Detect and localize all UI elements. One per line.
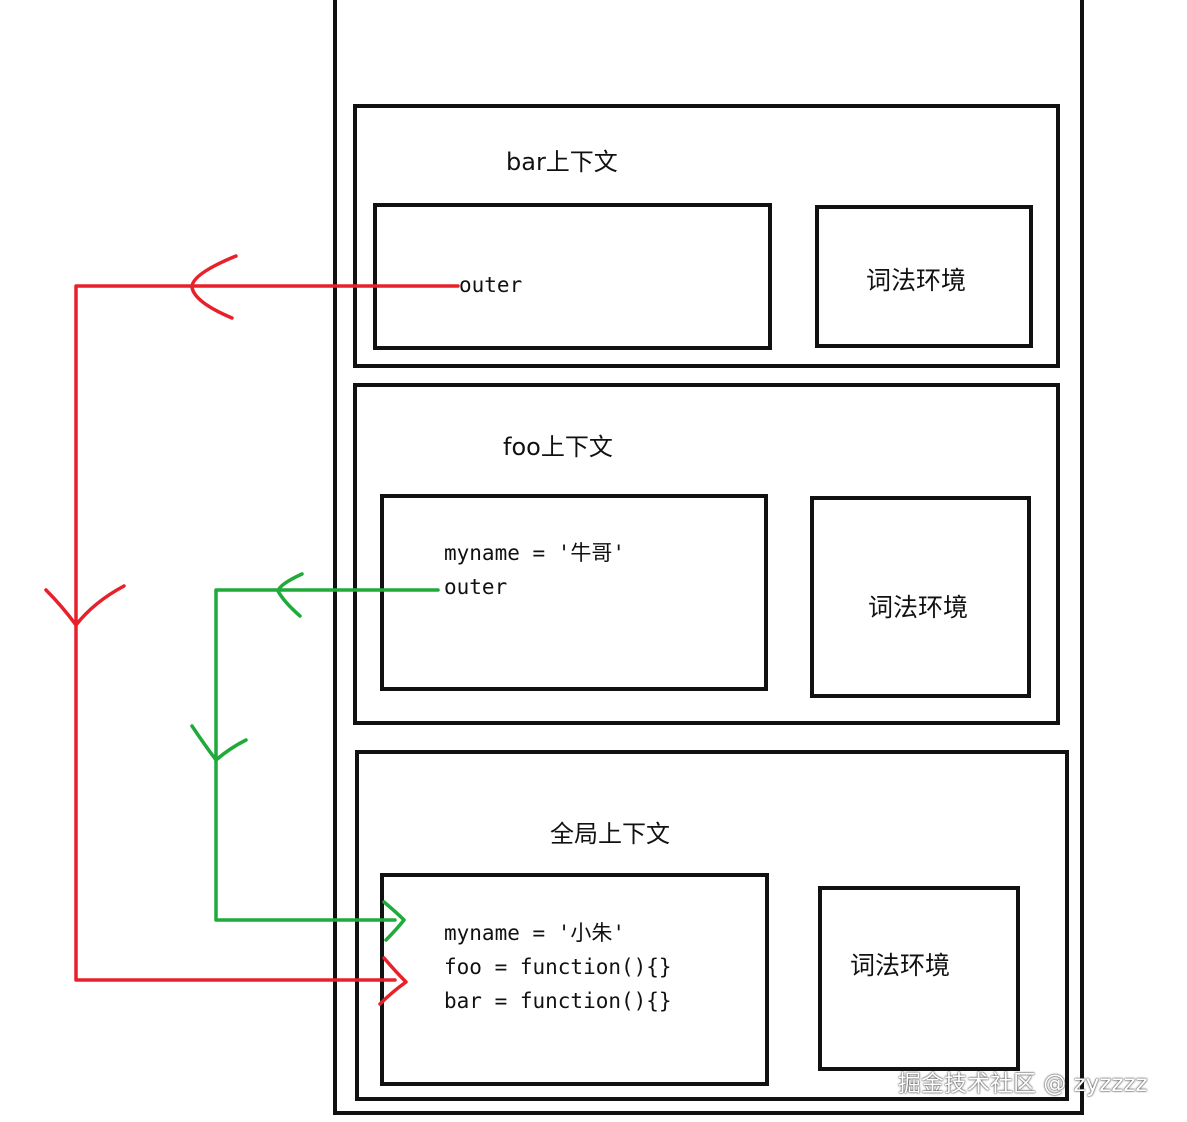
bar-lexical-environment: [815, 205, 1033, 348]
watermark: 掘金技术社区 @ zyzzzz: [898, 1071, 1148, 1097]
global-bar-line: bar = function(){}: [444, 989, 672, 1013]
bar-outer-label: outer: [459, 273, 523, 297]
global-myname-line: myname = '小朱': [444, 921, 626, 945]
global-context-title: 全局上下文: [550, 820, 670, 848]
foo-context-title: foo上下文: [503, 433, 613, 461]
bar-variable-environment: [373, 203, 772, 350]
foo-myname-line: myname = '牛哥': [444, 541, 626, 565]
bar-lexical-environment-label: 词法环境: [866, 266, 967, 295]
foo-lexical-environment-label: 词法环境: [868, 593, 969, 622]
bar-context-title: bar上下文: [506, 148, 618, 176]
global-lexical-environment-label: 词法环境: [850, 951, 951, 980]
global-foo-line: foo = function(){}: [444, 955, 672, 979]
foo-outer-label: outer: [444, 575, 508, 599]
global-lexical-environment: [818, 886, 1020, 1071]
foo-variable-environment: [380, 494, 768, 691]
bar-context-box: [353, 104, 1060, 368]
foo-lexical-environment: [810, 496, 1031, 698]
